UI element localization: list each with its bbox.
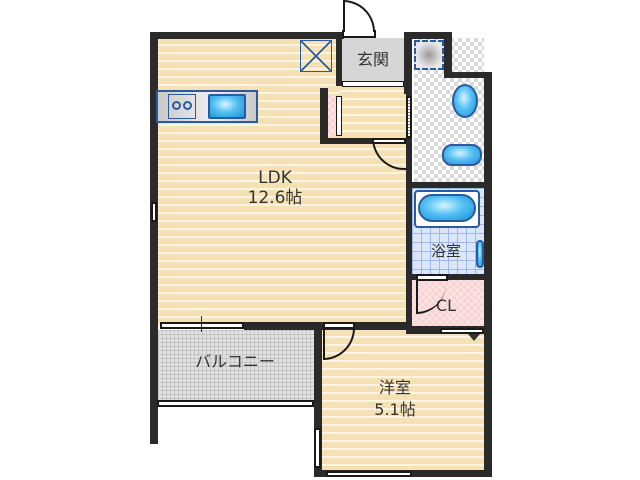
ldk-size: 12.6帖 [247, 188, 303, 208]
western-room-size: 5.1帖 [374, 400, 416, 419]
shoe-closet-doors [336, 96, 342, 136]
wall-western-left [314, 322, 322, 476]
wall-bath-bottom [410, 274, 488, 280]
toilet-icon [452, 84, 478, 118]
wall-left [150, 32, 158, 444]
wall-genkan-left [336, 32, 342, 86]
wall-wash-left [406, 94, 412, 330]
balcony-label: バルコニー [195, 352, 275, 371]
sink-icon [208, 94, 246, 119]
bathtub-basin-icon [418, 194, 476, 222]
wall-bath-top [410, 182, 488, 188]
entrance-label: 玄関 [356, 50, 389, 69]
closet-sliding-door [440, 328, 484, 334]
western-room-floor [320, 330, 484, 472]
wall-right [484, 72, 492, 476]
hallway-floor [340, 84, 410, 144]
wall-top-right [404, 32, 450, 39]
wall-top-left [150, 32, 344, 39]
gas-stove-icon [168, 94, 196, 119]
western-room-label: 洋室 [378, 378, 411, 397]
window-hall [406, 96, 412, 138]
storage-hatch-icon [300, 40, 332, 72]
closet-arrow-icon [468, 334, 480, 341]
ldk-door-frame [372, 138, 406, 144]
bathroom-label: 浴室 [430, 242, 461, 260]
wall-storage-box [320, 88, 328, 144]
shoe-closet [326, 96, 336, 136]
wall-genkan-right [404, 32, 412, 94]
wall-wash-step [444, 32, 452, 76]
washbasin-icon [442, 144, 482, 166]
entrance-floor [342, 38, 404, 82]
wall-wash-top [444, 72, 490, 78]
ldk-label: LDK [258, 168, 292, 188]
entrance-step [342, 81, 404, 87]
shower-icon [476, 240, 484, 268]
burner-icon [183, 101, 192, 110]
entrance-door-swing[interactable] [343, 0, 375, 32]
window-balcony-sash [160, 322, 244, 329]
window-ldk-left [151, 202, 157, 222]
washing-machine-space [414, 40, 444, 70]
window-western-bottom [326, 471, 412, 477]
sash-handle [201, 316, 202, 332]
burner-icon [172, 101, 181, 110]
window-western-left [314, 428, 321, 468]
wall-storage-bottom [320, 138, 374, 144]
balcony-floor [158, 330, 314, 402]
balcony-rail [157, 400, 314, 407]
closet-label: CL [435, 296, 457, 315]
